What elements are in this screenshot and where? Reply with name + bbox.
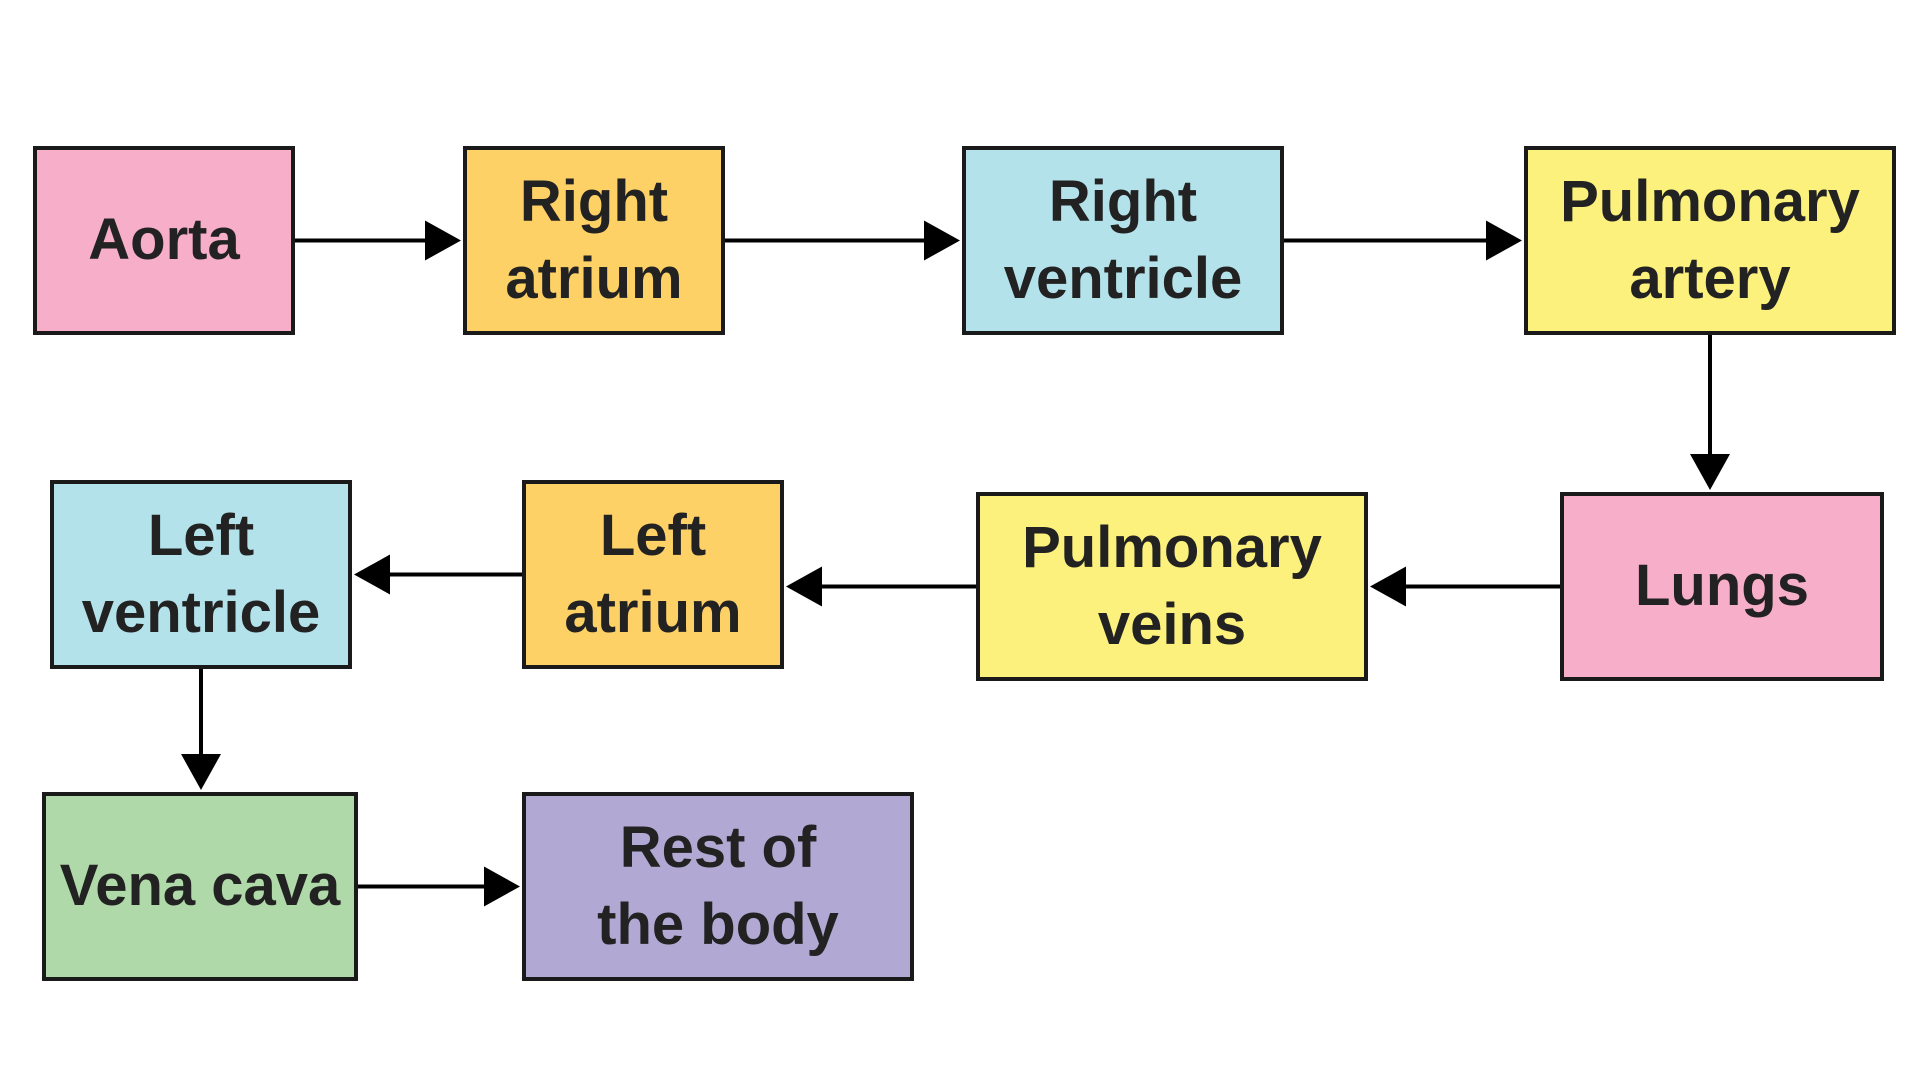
node-label-left-atrium: Left atrium — [564, 502, 742, 645]
arrow-left-atrium-to-left-ventricle — [354, 554, 522, 595]
node-label-lungs: Lungs — [1635, 553, 1809, 619]
node-aorta: Aorta — [33, 146, 295, 335]
node-right-atrium: Right atrium — [463, 146, 725, 335]
node-lungs: Lungs — [1560, 492, 1884, 681]
node-label-vena-cava: Vena cava — [59, 853, 341, 919]
arrow-lungs-to-pulmonary-veins-head — [1370, 566, 1406, 607]
arrow-pulmonary-artery-to-lungs-head — [1690, 454, 1730, 490]
node-label-right-atrium: Right atrium — [505, 168, 683, 311]
arrow-vena-cava-to-rest-of-body-head — [484, 866, 520, 907]
arrow-lungs-to-pulmonary-veins — [1370, 566, 1560, 607]
node-left-ventricle: Left ventricle — [50, 480, 352, 669]
node-vena-cava: Vena cava — [42, 792, 358, 981]
arrow-aorta-to-right-atrium — [295, 220, 461, 261]
arrow-right-atrium-to-right-ventricle — [725, 220, 960, 261]
arrow-left-ventricle-to-vena-cava-head — [181, 754, 221, 790]
arrow-pulmonary-veins-to-left-atrium-head — [786, 566, 822, 607]
node-rest-of-body: Rest of the body — [522, 792, 914, 981]
node-left-atrium: Left atrium — [522, 480, 784, 669]
node-label-pulmonary-artery: Pulmonary artery — [1560, 168, 1860, 311]
node-pulmonary-veins: Pulmonary veins — [976, 492, 1368, 681]
arrow-left-atrium-to-left-ventricle-head — [354, 554, 390, 595]
node-label-right-ventricle: Right ventricle — [1003, 168, 1243, 311]
arrow-vena-cava-to-rest-of-body — [358, 866, 520, 907]
node-label-left-ventricle: Left ventricle — [81, 502, 321, 645]
arrow-pulmonary-veins-to-left-atrium — [786, 566, 976, 607]
node-label-rest-of-body: Rest of the body — [597, 814, 839, 957]
node-label-pulmonary-veins: Pulmonary veins — [1022, 514, 1322, 657]
arrow-left-ventricle-to-vena-cava — [181, 669, 221, 790]
arrow-right-ventricle-to-pulmonary-artery-head — [1486, 220, 1522, 261]
arrow-right-ventricle-to-pulmonary-artery — [1284, 220, 1522, 261]
arrow-pulmonary-artery-to-lungs — [1690, 335, 1730, 490]
arrow-right-atrium-to-right-ventricle-head — [924, 220, 960, 261]
node-label-aorta: Aorta — [88, 207, 240, 273]
node-pulmonary-artery: Pulmonary artery — [1524, 146, 1896, 335]
node-right-ventricle: Right ventricle — [962, 146, 1284, 335]
arrow-aorta-to-right-atrium-head — [425, 220, 461, 261]
